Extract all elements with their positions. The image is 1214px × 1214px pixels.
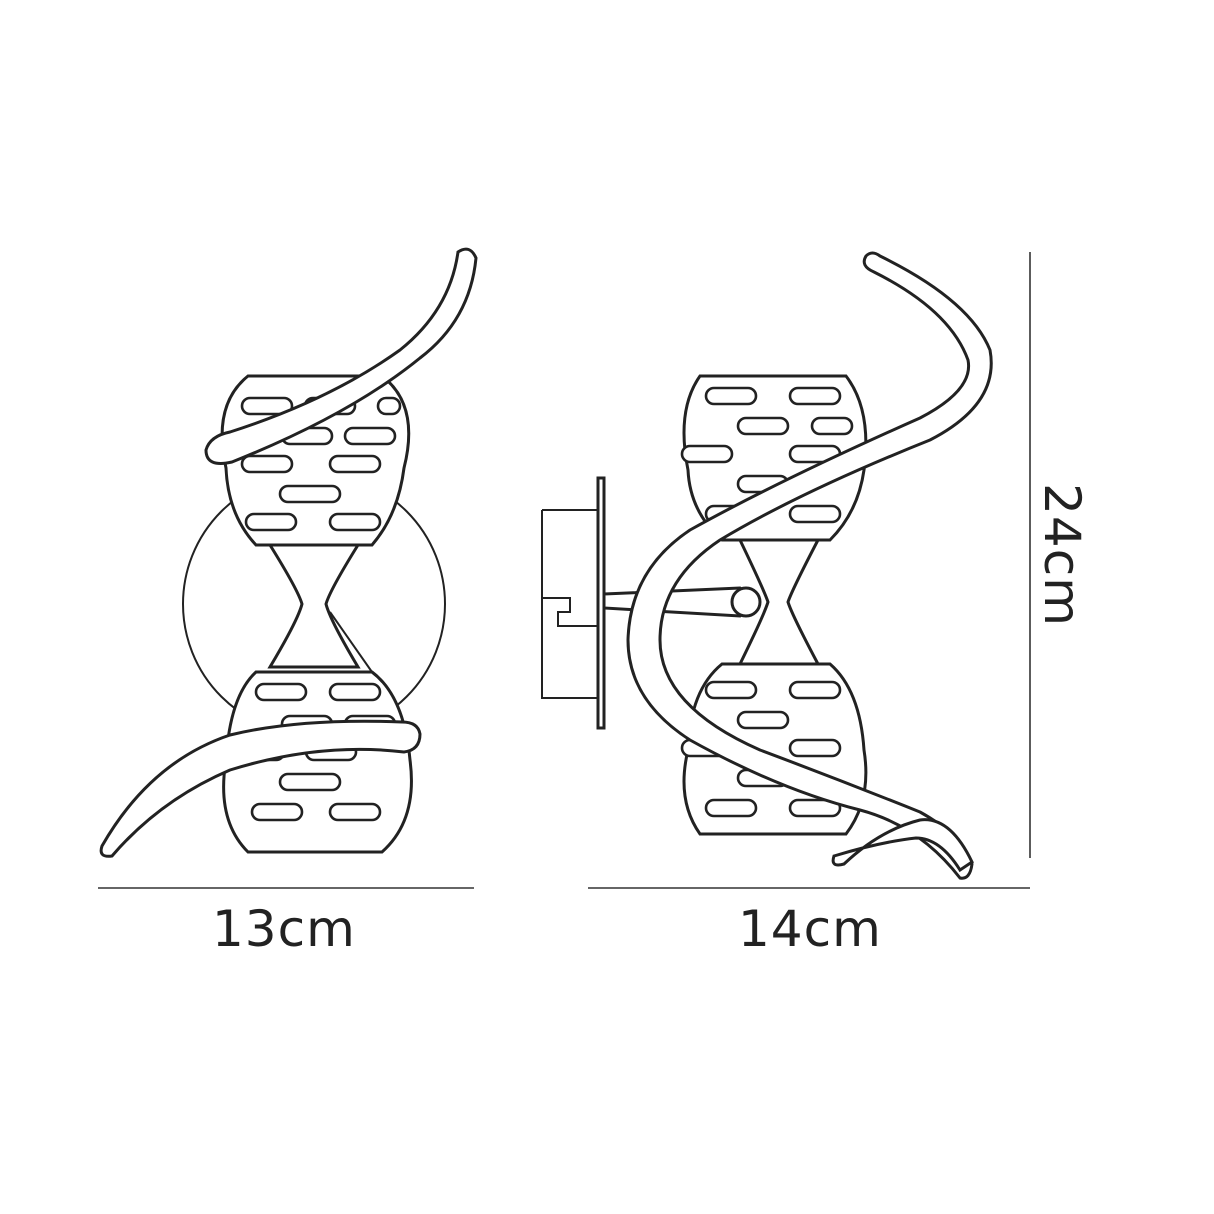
front-connector-stem [329, 611, 373, 673]
side-view [541, 251, 993, 880]
front-upper-arm [204, 247, 478, 465]
side-spiral-arm [626, 251, 993, 880]
front-connector [267, 543, 361, 669]
side-width-label: 14cm [738, 900, 882, 958]
front-width-label: 13cm [212, 900, 356, 958]
side-lower-arm-tip [831, 818, 974, 873]
side-support-arm [602, 586, 752, 618]
side-arm-knob [730, 586, 762, 618]
front-view [99, 247, 478, 858]
front-upper-shade [220, 374, 411, 547]
front-lower-arm [99, 719, 422, 858]
height-label: 24cm [1033, 483, 1091, 627]
side-mount-bracket [541, 509, 598, 699]
